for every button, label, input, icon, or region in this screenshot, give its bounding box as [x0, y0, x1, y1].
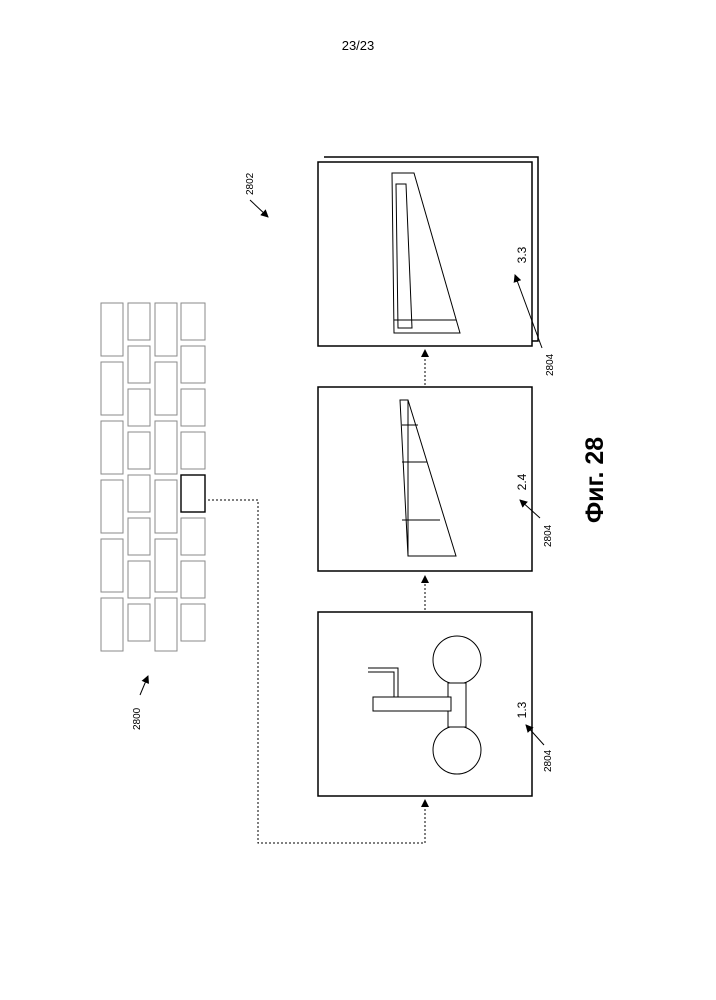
thumbnail-cell[interactable]: [181, 389, 205, 426]
thumbnail-cell[interactable]: [181, 561, 205, 598]
thumbnail-cell[interactable]: [155, 539, 177, 592]
thumbnail-cell[interactable]: [128, 518, 150, 555]
panel-3-label: 3.3: [515, 246, 529, 263]
thumbnail-cell[interactable]: [101, 480, 123, 533]
ref-arrow-2800: [140, 676, 148, 695]
thumbnail-cell[interactable]: [128, 561, 150, 598]
figure-caption: Фиг. 28: [581, 437, 609, 523]
thumbnail-cell[interactable]: [128, 604, 150, 641]
thumbnail-cell[interactable]: [101, 362, 123, 415]
panel-1-ref: 2804: [543, 749, 554, 772]
panel-3: 3.3 2804: [318, 157, 556, 376]
panel-2: 2.4 2804: [318, 387, 554, 571]
panel-3-ref: 2804: [545, 353, 556, 376]
thumbnail-cell[interactable]: [155, 362, 177, 415]
thumbnail-cell[interactable]: [101, 598, 123, 651]
thumbnail-cell[interactable]: [155, 480, 177, 533]
ref-arrow-2802: [250, 200, 268, 217]
thumbnail-cell[interactable]: [181, 518, 205, 555]
panel-1-label: 1.3: [515, 701, 529, 718]
panel-2-ref: 2804: [543, 524, 554, 547]
panel-2-label: 2.4: [515, 473, 529, 490]
thumbnail-cell[interactable]: [155, 421, 177, 474]
thumbnail-cell[interactable]: [101, 303, 123, 356]
thumbnail-cell[interactable]: [155, 598, 177, 651]
thumbnail-cell[interactable]: [128, 303, 150, 340]
thumbnail-cell[interactable]: [181, 303, 205, 340]
thumbnail-cell[interactable]: [181, 604, 205, 641]
thumbnail-cell[interactable]: [101, 539, 123, 592]
thumbnail-cell-selected[interactable]: [181, 475, 205, 512]
ref-label-2802: 2802: [245, 172, 256, 195]
thumbnail-grid: [101, 303, 205, 651]
thumbnail-cell[interactable]: [155, 303, 177, 356]
panel-1: 1.3 2804: [318, 612, 554, 796]
thumbnail-cell[interactable]: [128, 389, 150, 426]
thumbnail-cell[interactable]: [101, 421, 123, 474]
thumbnail-cell[interactable]: [128, 475, 150, 512]
thumbnail-cell[interactable]: [128, 432, 150, 469]
ref-label-2800: 2800: [132, 707, 143, 730]
thumbnail-cell[interactable]: [181, 432, 205, 469]
thumbnail-cell[interactable]: [181, 346, 205, 383]
thumbnail-cell[interactable]: [128, 346, 150, 383]
